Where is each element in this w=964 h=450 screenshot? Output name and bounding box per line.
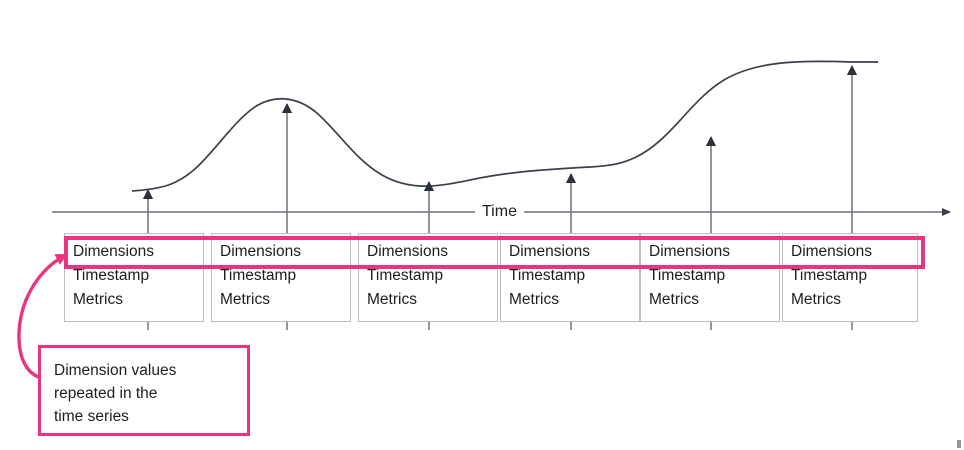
record-box[interactable]: Dimensions Timestamp Metrics: [782, 233, 918, 322]
record-field-dimensions: Dimensions: [73, 243, 154, 260]
time-axis-label: Time: [475, 202, 524, 222]
record-box[interactable]: Dimensions Timestamp Metrics: [358, 233, 498, 322]
callout-line: time series: [54, 408, 129, 425]
record-box[interactable]: Dimensions Timestamp Metrics: [500, 233, 640, 322]
corner-artifact: [957, 440, 961, 448]
callout-box: Dimension values repeated in the time se…: [38, 345, 250, 436]
record-field-timestamp: Timestamp: [509, 267, 586, 284]
record-field-dimensions: Dimensions: [367, 243, 448, 260]
record-field-metrics: Metrics: [73, 291, 123, 308]
record-field-metrics: Metrics: [220, 291, 270, 308]
record-field-dimensions: Dimensions: [220, 243, 301, 260]
record-field-timestamp: Timestamp: [367, 267, 444, 284]
record-box[interactable]: Dimensions Timestamp Metrics: [211, 233, 351, 322]
record-field-dimensions: Dimensions: [509, 243, 590, 260]
time-series-curve: [131, 60, 878, 192]
record-box[interactable]: Dimensions Timestamp Metrics: [640, 233, 780, 322]
record-field-timestamp: Timestamp: [791, 267, 868, 284]
record-field-metrics: Metrics: [367, 291, 417, 308]
record-field-dimensions: Dimensions: [791, 243, 872, 260]
record-field-metrics: Metrics: [509, 291, 559, 308]
record-field-timestamp: Timestamp: [649, 267, 726, 284]
record-field-dimensions: Dimensions: [649, 243, 730, 260]
record-box[interactable]: Dimensions Timestamp Metrics: [64, 233, 204, 322]
callout-line: repeated in the: [54, 385, 158, 402]
record-field-timestamp: Timestamp: [73, 267, 150, 284]
record-field-metrics: Metrics: [791, 291, 841, 308]
record-field-metrics: Metrics: [649, 291, 699, 308]
dimensions-highlight-band: [64, 236, 925, 269]
callout-line: Dimension values: [54, 362, 177, 379]
record-field-timestamp: Timestamp: [220, 267, 297, 284]
